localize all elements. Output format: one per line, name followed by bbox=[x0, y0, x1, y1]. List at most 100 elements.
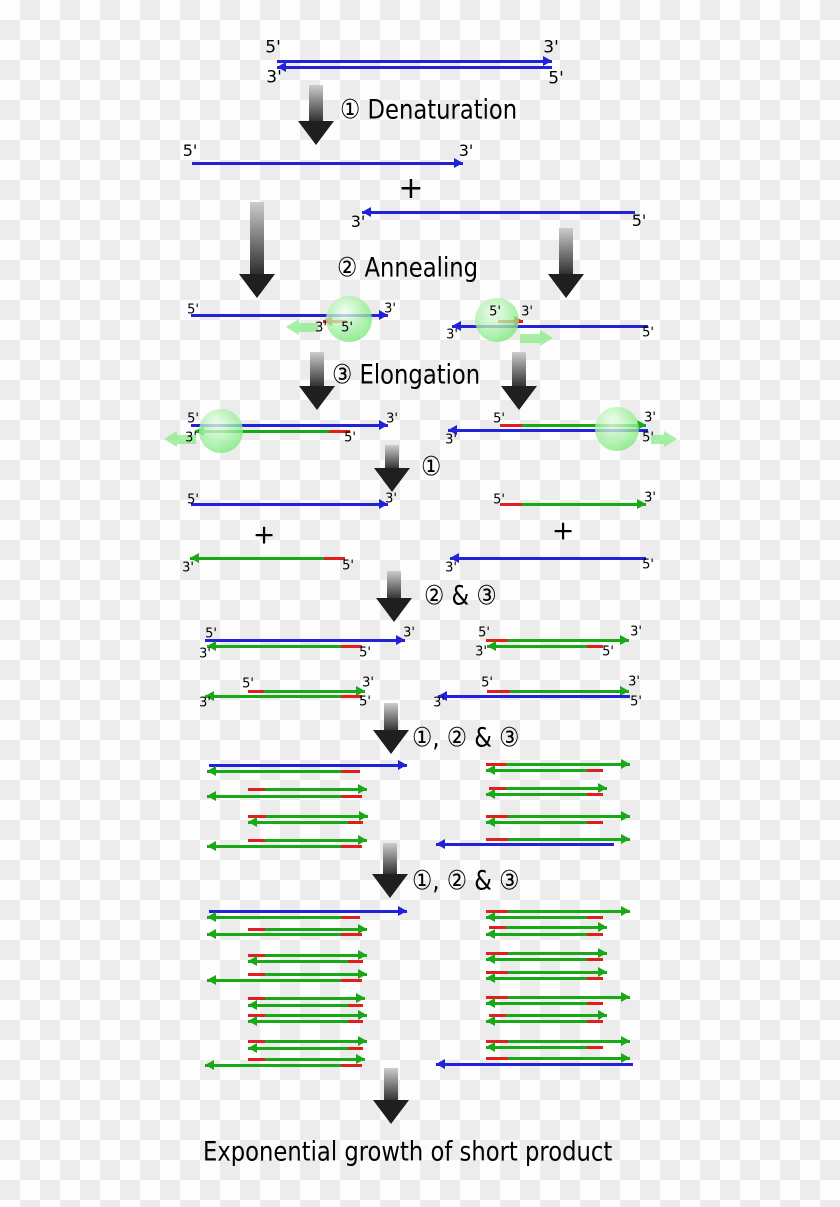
dna-strand-segment bbox=[248, 1019, 348, 1023]
strand-arrowhead-icon bbox=[486, 1015, 495, 1026]
dna-strand-segment bbox=[486, 909, 508, 913]
prime-label: 3' bbox=[446, 327, 458, 343]
strand-arrowhead-icon bbox=[358, 834, 367, 845]
strand-arrowhead-icon bbox=[359, 810, 368, 821]
dna-strand-segment bbox=[587, 768, 603, 772]
dna-strand-segment bbox=[341, 932, 362, 936]
dna-strand-segment bbox=[587, 1019, 603, 1023]
prime-label: 3' bbox=[199, 695, 211, 711]
strand-arrowhead-icon bbox=[358, 783, 367, 794]
dna-strand-segment bbox=[489, 925, 506, 929]
dna-strand-segment bbox=[486, 932, 587, 936]
dna-strand-segment bbox=[341, 769, 360, 773]
dna-strand-segment bbox=[341, 1063, 362, 1067]
prime-label: 5' bbox=[242, 676, 254, 692]
dna-strand-segment bbox=[486, 768, 587, 772]
polymerase-blob-icon bbox=[326, 296, 372, 342]
dna-strand-segment bbox=[192, 161, 463, 165]
prime-label: 5' bbox=[359, 694, 371, 710]
prime-label: 3' bbox=[182, 560, 194, 576]
dna-strand-segment bbox=[277, 65, 552, 69]
dna-strand-segment bbox=[487, 644, 587, 648]
prime-label: 5' bbox=[187, 411, 199, 427]
process-arrow-shaft bbox=[383, 843, 397, 876]
strand-arrowhead-icon bbox=[598, 1009, 607, 1020]
prime-label: 5' bbox=[493, 492, 505, 508]
process-arrow-head-icon bbox=[299, 386, 335, 410]
dna-strand-segment bbox=[587, 644, 603, 648]
dna-strand-segment bbox=[587, 932, 603, 936]
strand-arrowhead-icon bbox=[248, 955, 257, 966]
dna-strand-segment bbox=[486, 995, 508, 999]
strand-arrowhead-icon bbox=[248, 816, 257, 827]
dna-strand-segment bbox=[265, 1039, 367, 1043]
dna-strand-segment bbox=[489, 1013, 506, 1017]
prime-label: 3' bbox=[185, 430, 197, 446]
dna-strand-segment bbox=[191, 313, 388, 317]
polymerase-blob-icon bbox=[595, 407, 639, 451]
dna-strand-segment bbox=[522, 502, 646, 506]
dna-strand-segment bbox=[487, 689, 510, 693]
strand-arrowhead-icon bbox=[436, 838, 445, 849]
strand-arrowhead-icon bbox=[637, 419, 646, 430]
strand-arrowhead-icon bbox=[398, 759, 407, 770]
strand-arrowhead-icon bbox=[620, 634, 629, 645]
dna-strand-segment bbox=[248, 1003, 348, 1007]
dna-strand-segment bbox=[438, 694, 630, 698]
dna-strand-segment bbox=[265, 838, 367, 842]
prime-label: 5' bbox=[342, 558, 354, 574]
step-label: ①, ② & ③ bbox=[412, 865, 520, 897]
strand-arrowhead-icon bbox=[207, 928, 216, 939]
dna-strand-segment bbox=[508, 951, 607, 955]
dna-strand-segment bbox=[362, 210, 635, 214]
dna-strand-segment bbox=[587, 976, 603, 980]
strand-arrowhead-icon bbox=[486, 788, 495, 799]
dna-strand-segment bbox=[191, 423, 388, 427]
dna-strand-segment bbox=[190, 556, 324, 560]
polymerase-blob-icon bbox=[475, 298, 519, 342]
prime-label: 3' bbox=[403, 625, 415, 641]
prime-label: 5' bbox=[265, 37, 281, 58]
dna-strand-segment bbox=[248, 838, 265, 842]
step-label: ② Annealing bbox=[337, 252, 479, 284]
dna-strand-segment bbox=[508, 1039, 630, 1043]
prime-label: 3' bbox=[475, 644, 487, 660]
dna-strand-segment bbox=[248, 1046, 348, 1050]
strand-arrowhead-icon bbox=[358, 949, 367, 960]
process-arrow-head-icon bbox=[374, 468, 410, 492]
strand-arrowhead-icon bbox=[621, 991, 630, 1002]
strand-arrowhead-icon bbox=[396, 634, 405, 645]
process-arrow-shaft bbox=[310, 352, 324, 388]
plus-sign: + bbox=[398, 171, 424, 206]
process-arrow-shaft bbox=[559, 228, 573, 276]
strand-arrowhead-icon bbox=[379, 309, 388, 320]
process-arrow-shaft bbox=[384, 703, 398, 732]
process-arrow-shaft bbox=[309, 85, 323, 123]
dna-strand-segment bbox=[248, 787, 265, 791]
dna-strand-segment bbox=[264, 689, 365, 693]
prime-label: 5' bbox=[344, 430, 356, 446]
process-arrow-head-icon bbox=[501, 386, 537, 410]
strand-arrowhead-icon bbox=[379, 419, 388, 430]
extension-arrow-head-icon bbox=[664, 430, 677, 447]
dna-strand-segment bbox=[207, 769, 341, 773]
dna-strand-segment bbox=[266, 814, 368, 818]
dna-strand-segment bbox=[329, 429, 350, 433]
process-arrow-shaft bbox=[250, 202, 264, 276]
dna-strand-segment bbox=[195, 429, 329, 433]
dna-strand-segment bbox=[248, 996, 265, 1000]
extension-arrow-shaft bbox=[651, 434, 664, 444]
plus-sign: + bbox=[551, 515, 575, 547]
dna-strand-segment bbox=[265, 1057, 365, 1061]
prime-label: 3' bbox=[458, 141, 474, 160]
prime-label: 5' bbox=[602, 644, 614, 660]
dna-strand-segment bbox=[436, 842, 614, 846]
prime-label: 5' bbox=[187, 302, 199, 318]
dna-strand-segment bbox=[587, 1001, 603, 1005]
dna-strand-segment bbox=[277, 59, 552, 63]
dna-strand-segment bbox=[486, 1001, 587, 1005]
prime-label: 5' bbox=[642, 557, 654, 573]
dna-strand-segment bbox=[486, 1056, 508, 1060]
prime-label: 5' bbox=[359, 645, 371, 661]
strand-arrowhead-icon bbox=[379, 498, 388, 509]
